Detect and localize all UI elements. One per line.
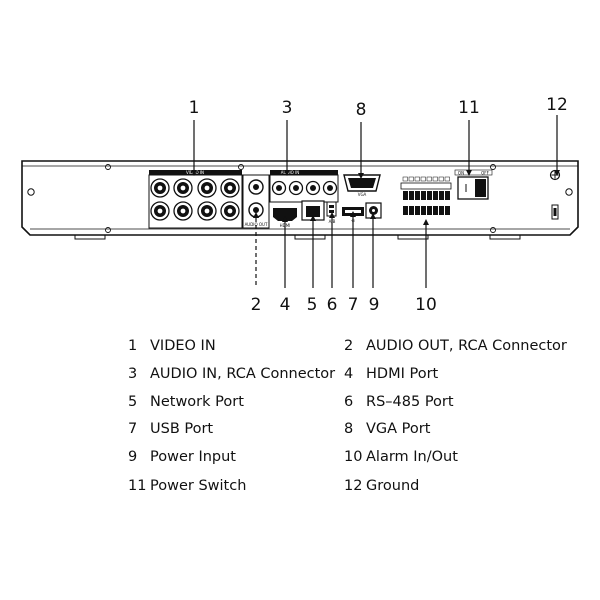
bnc-connector[interactable] <box>197 201 217 221</box>
alarm-terminal[interactable] <box>444 176 450 215</box>
alarm-terminal[interactable] <box>426 176 432 215</box>
bnc-connector[interactable] <box>197 178 217 198</box>
callout-10: 10 <box>415 295 437 315</box>
vga-port[interactable]: VGA <box>343 174 381 197</box>
bnc-connector[interactable] <box>220 201 240 221</box>
callout-3: 3 <box>282 98 293 118</box>
callout-numbers: 1 3 8 11 12 2 4 5 6 7 9 10 <box>189 95 568 315</box>
bnc-connector[interactable] <box>173 178 193 198</box>
alarm-terminal[interactable] <box>408 176 414 215</box>
callout-11: 11 <box>458 98 480 118</box>
bnc-connector[interactable] <box>150 201 170 221</box>
audio-in-rca-connector[interactable] <box>322 180 338 196</box>
callout-7: 7 <box>348 295 359 315</box>
callout-8: 8 <box>356 100 367 120</box>
alarm-terminal[interactable] <box>414 176 420 215</box>
audio-in-rca-connector[interactable] <box>305 180 321 196</box>
on-panel-label: ON <box>458 170 464 175</box>
audio-in-panel-label: AUDIO IN <box>281 170 300 175</box>
leader-arrowheads <box>191 170 560 225</box>
alarm-terminal[interactable] <box>432 176 438 215</box>
callout-4: 4 <box>280 295 291 315</box>
off-panel-label: OFF <box>481 170 489 175</box>
power-input[interactable] <box>365 202 382 219</box>
audio-out-panel-label: AUDIO OUT <box>245 222 268 227</box>
audio-in-rca-connector[interactable] <box>288 180 304 196</box>
callout-1: 1 <box>189 98 200 118</box>
callout-9: 9 <box>369 295 380 315</box>
video-in-block: VIDEO IN <box>148 170 243 229</box>
callout-6: 6 <box>327 295 338 315</box>
alarm-terminal[interactable] <box>438 176 444 215</box>
callout-5: 5 <box>307 295 318 315</box>
callout-2: 2 <box>251 295 262 315</box>
alarm-terminal[interactable] <box>402 176 408 215</box>
vga-panel-label: VGA <box>358 192 367 197</box>
bnc-connector[interactable] <box>150 178 170 198</box>
alarm-terminal[interactable] <box>420 176 426 215</box>
power-switch[interactable]: ON OFF <box>454 169 493 200</box>
callout-12: 12 <box>546 95 568 115</box>
leader-lines <box>193 115 558 288</box>
screw-icon <box>27 164 573 233</box>
bnc-connector[interactable] <box>220 178 240 198</box>
audio-in-rca-connector[interactable] <box>271 180 287 196</box>
alarm-terminal-block[interactable] <box>400 176 452 215</box>
bnc-connector[interactable] <box>173 201 193 221</box>
